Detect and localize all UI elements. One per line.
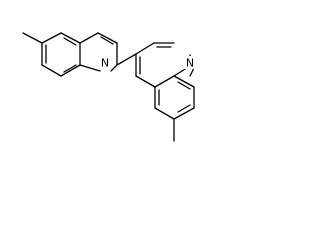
atom-label-n2: N: [186, 57, 194, 70]
bond-c3p-c2p: [135, 42, 155, 55]
bond-inner-c8ap-c8p: [177, 81, 191, 90]
bond-c5-c6: [60, 32, 81, 44]
bond-biaryl-link: [116, 53, 137, 66]
n1-label-background: [98, 56, 111, 69]
bond-c8ap-c8p: [173, 75, 195, 88]
bond-c1-c2: [97, 32, 118, 44]
bond-group: [22, 32, 195, 142]
bond-inner-c7p-c6p: [177, 104, 191, 113]
bond-c8-c8a: [41, 64, 62, 77]
molecule-structure-diagram: N N: [22, 32, 196, 142]
bond-inner-c1-c2: [100, 36, 114, 45]
bond-c4ap-c8ap: [154, 75, 175, 88]
bond-c7p-c6p: [173, 107, 195, 120]
molecule-canvas: N N: [22, 32, 196, 142]
bond-c7-c8: [60, 64, 81, 77]
n2-label-background: [183, 56, 196, 69]
bond-c4p-c4ap: [135, 75, 156, 88]
bond-inner-c7-c8: [63, 64, 77, 73]
atom-label-group: N N: [98, 56, 196, 70]
bond-c4a-c5: [41, 32, 62, 44]
bond-c8a-c1: [79, 32, 99, 44]
bond-n1-c7: [79, 64, 101, 72]
bond-n1-c3-lower: [110, 64, 118, 72]
bond-c6p-c5p: [154, 107, 175, 120]
bond-inner-c5-c6: [63, 37, 77, 46]
bond-methyl-left: [22, 32, 43, 44]
atom-label-n1: N: [101, 57, 109, 70]
bond-c8ap-a: [189, 67, 195, 77]
